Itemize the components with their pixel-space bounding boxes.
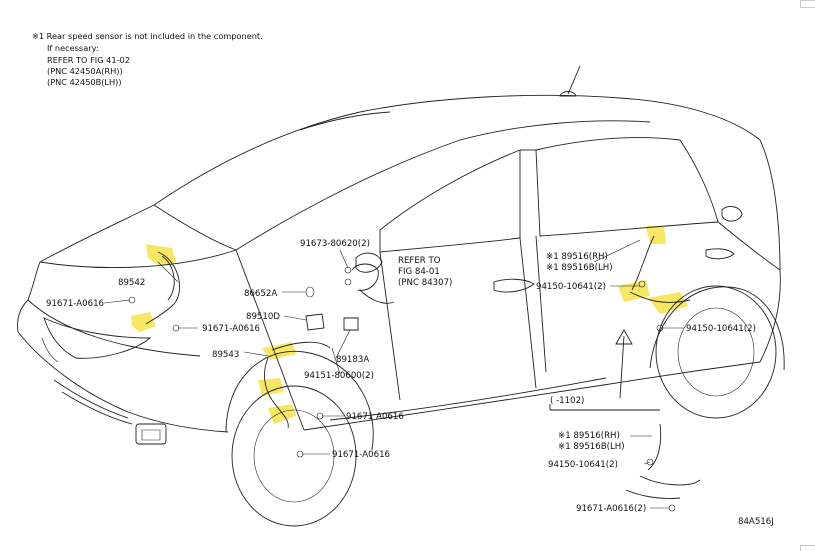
label-detail-94150: 94150-10641(2) (548, 460, 618, 470)
label-refer-2: FIG 84-01 (398, 267, 440, 277)
antenna-icon (559, 65, 581, 97)
label-detail-range: ( -1102) (550, 396, 584, 406)
note-line-2: If necessary: (47, 43, 99, 53)
label-detail-89516b-lh: ※1 89516B(LH) (558, 442, 625, 452)
label-detail-89516-rh: ※1 89516(RH) (558, 431, 620, 441)
label-89543: 89543 (212, 350, 239, 360)
label-refer-1: REFER TO (398, 256, 441, 266)
figure-code: 84A516J (738, 517, 774, 527)
note-line-1: ※1 Rear speed sensor is not included in … (32, 31, 263, 41)
label-94150-b: 94150-10641(2) (686, 324, 756, 334)
note-line-3: REFER TO FIG 41-02 (47, 55, 130, 65)
label-91671-mid: 91671-A0616 (202, 324, 260, 334)
leader-lines (103, 239, 684, 455)
label-89516b-lh: ※1 89516B(LH) (546, 263, 613, 273)
label-94151: 94151-80600(2) (304, 371, 374, 381)
label-89542: 89542 (118, 278, 145, 288)
label-89183a: 89183A (336, 355, 369, 365)
window-corner-bottom (800, 545, 815, 551)
detail-inset (549, 404, 701, 512)
label-91671-left: 91671-A0616 (46, 299, 104, 309)
car-body (17, 94, 785, 451)
label-91673: 91673-80620(2) (300, 239, 370, 249)
label-94150-a: 94150-10641(2) (536, 282, 606, 292)
note-block: ※1 Rear speed sensor is not included in … (32, 31, 263, 87)
label-91671-front: 91671 A0616 (346, 412, 404, 422)
wheel-icon (231, 285, 777, 527)
window-corner-top (800, 0, 815, 8)
note-line-4: (PNC 42450A(RH)) (47, 66, 123, 76)
label-refer-3: (PNC 84307) (398, 278, 452, 288)
highlight-marks (131, 226, 688, 424)
label-89516-rh: ※1 89516(RH) (546, 252, 608, 262)
sensor-wires (128, 235, 691, 458)
label-89510d: 89510D (246, 312, 280, 322)
label-86652a: 86652A (244, 289, 277, 299)
note-line-5: (PNC 42450B(LH)) (47, 77, 122, 87)
label-91671-low: 91671-A0616 (332, 450, 390, 460)
label-detail-91671: 91671-A0616(2) (576, 504, 646, 514)
center-parts (305, 263, 395, 331)
